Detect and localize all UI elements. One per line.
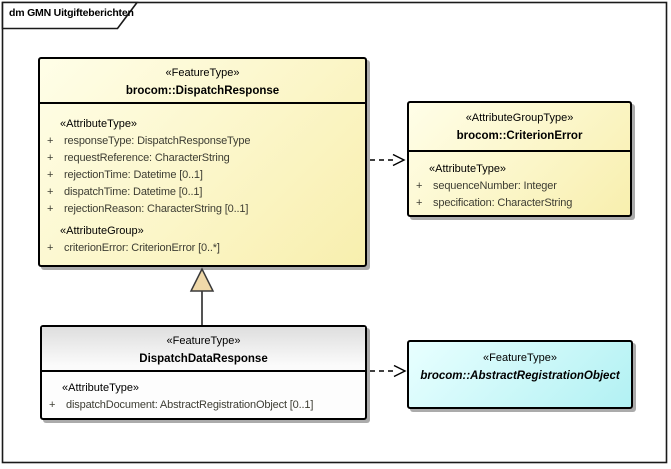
class-box-abstract-registration-object[interactable]: «FeatureType» brocom::AbstractRegistrati… [407,340,633,409]
class-attributes: «AttributeType» + dispatchDocument: Abst… [42,380,365,414]
class-header: «FeatureType» DispatchDataResponse [42,327,365,372]
class-name: DispatchDataResponse [139,353,268,365]
attribute-text: responseType: DispatchResponseType [64,135,251,147]
attribute-visibility: + [47,135,54,147]
attribute-text: requestReference: CharacterString [64,152,230,164]
stereotype-label: «FeatureType» [165,67,240,79]
attribute-text: rejectionReason: CharacterString [0..1] [64,203,249,215]
attribute-text: dispatchDocument: AbstractRegistrationOb… [66,399,314,411]
attribute-text: rejectionTime: Datetime [0..1] [64,169,203,181]
attribute-text: dispatchTime: Datetime [0..1] [64,186,203,198]
attribute-row: + dispatchDocument: AbstractRegistration… [42,397,365,414]
attribute-visibility: + [416,180,423,192]
class-attributes: «AttributeType» + sequenceNumber: Intege… [409,161,630,212]
attribute-visibility: + [49,399,56,411]
class-box-criterion-error[interactable]: «AttributeGroupType» brocom::CriterionEr… [407,101,632,217]
attribute-row: + responseType: DispatchResponseType [40,133,365,150]
attribute-text: specification: CharacterString [433,197,573,209]
attribute-text: sequenceNumber: Integer [433,180,557,192]
stereotype-label: «FeatureType» [483,352,557,364]
attribute-text: criterionError: CriterionError [0..*] [64,242,220,254]
class-name: brocom::DispatchResponse [125,85,280,97]
attribute-visibility: + [47,169,54,181]
class-box-dispatch-data-response[interactable]: «FeatureType» DispatchDataResponse «Attr… [40,325,367,420]
class-box-dispatch-response[interactable]: «FeatureType» brocom::DispatchResponse «… [38,57,367,267]
attribute-row: + criterionError: CriterionError [0..*] [40,240,365,257]
attribute-row: + dispatchTime: Datetime [0..1] [40,184,365,201]
stereotype-label: «AttributeGroupType» [465,112,574,124]
class-name: brocom::AbstractRegistrationObject [420,370,620,382]
attribute-visibility: + [47,203,54,215]
attribute-row: + sequenceNumber: Integer [409,178,630,195]
attr-section-heading: «AttributeType» [429,163,507,175]
class-header: «AttributeGroupType» brocom::CriterionEr… [409,103,630,152]
attribute-row: + specification: CharacterString [409,195,630,212]
attribute-visibility: + [47,242,54,254]
attribute-row: + requestReference: CharacterString [40,150,365,167]
attribute-visibility: + [416,197,423,209]
class-attributes: «AttributeType» + responseType: Dispatch… [40,116,365,257]
attr-section-heading: «AttributeType» [62,382,140,394]
attr-group-heading: «AttributeGroup» [60,225,144,237]
diagram-title: dm GMN Uitgifteberichten [9,7,134,19]
stereotype-label: «FeatureType» [166,335,241,347]
attribute-row: + rejectionReason: CharacterString [0..1… [40,201,365,218]
class-name: brocom::CriterionError [456,130,583,142]
diagram-tab [1,1,139,30]
attribute-row: + rejectionTime: Datetime [0..1] [40,167,365,184]
attribute-visibility: + [47,152,54,164]
attr-section-heading: «AttributeType» [60,118,138,130]
attribute-visibility: + [47,186,54,198]
class-header: «FeatureType» brocom::AbstractRegistrati… [409,342,631,385]
class-header: «FeatureType» brocom::DispatchResponse [40,59,365,104]
